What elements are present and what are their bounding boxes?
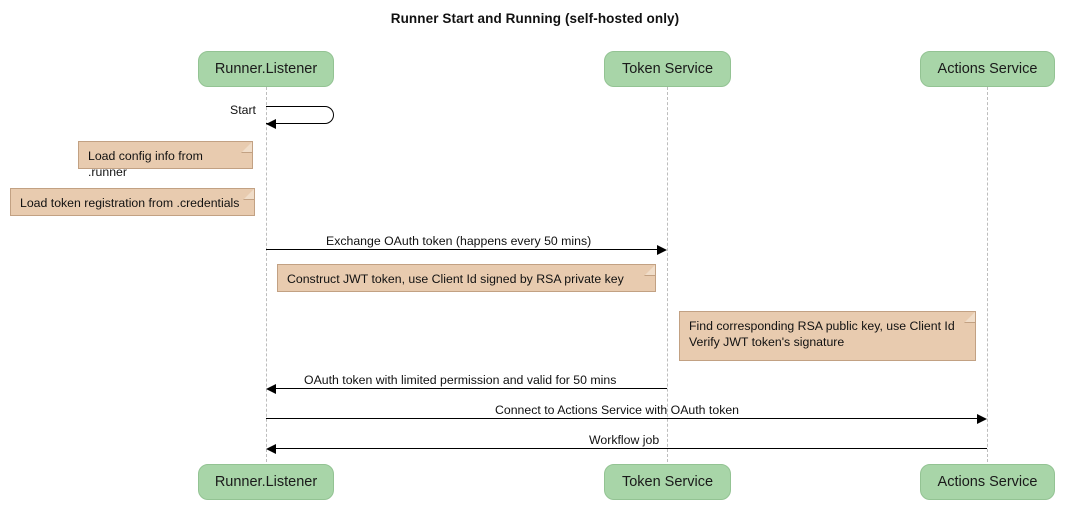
self-message-start-arrowhead: [266, 119, 276, 129]
note-construct-jwt: Construct JWT token, use Client Id signe…: [277, 264, 656, 292]
note-fold-icon: [243, 188, 255, 200]
message-oauth-token-return-label: OAuth token with limited permission and …: [304, 373, 617, 387]
self-message-start-loop: [266, 106, 334, 124]
lifeline-actions: [987, 87, 988, 462]
message-workflow-job-arrowhead: [266, 444, 276, 454]
message-oauth-token-return-line: [276, 388, 667, 389]
message-exchange-oauth-arrowhead: [657, 245, 667, 255]
note-fold-icon: [241, 141, 253, 153]
note-construct-jwt-text: Construct JWT token, use Client Id signe…: [287, 272, 624, 286]
note-fold-icon: [964, 311, 976, 323]
participant-actions-top-label: Actions Service: [937, 61, 1038, 77]
lifeline-token: [667, 87, 668, 462]
note-fold-icon: [644, 264, 656, 276]
message-exchange-oauth-label: Exchange OAuth token (happens every 50 m…: [326, 234, 592, 248]
diagram-title: Runner Start and Running (self-hosted on…: [390, 11, 680, 26]
message-connect-actions-arrowhead: [977, 414, 987, 424]
participant-token-top-label: Token Service: [621, 61, 714, 77]
message-workflow-job-line: [276, 448, 987, 449]
message-oauth-token-return-arrowhead: [266, 384, 276, 394]
participant-token-bottom[interactable]: Token Service: [604, 464, 731, 500]
participant-token-bottom-label: Token Service: [621, 474, 714, 490]
note-load-token-registration: Load token registration from .credential…: [10, 188, 255, 216]
note-verify-jwt-text: Find corresponding RSA public key, use C…: [689, 319, 955, 349]
note-load-token-registration-text: Load token registration from .credential…: [20, 196, 240, 210]
message-connect-actions-label: Connect to Actions Service with OAuth to…: [495, 403, 740, 417]
participant-runner-top-label: Runner.Listener: [214, 61, 318, 77]
note-load-config: Load config info from .runner: [78, 141, 253, 179]
message-exchange-oauth-line: [266, 249, 657, 250]
self-message-start-label: Start: [230, 103, 256, 117]
message-connect-actions-line: [266, 418, 977, 419]
participant-runner-bottom[interactable]: Runner.Listener: [198, 464, 334, 500]
participant-runner-bottom-label: Runner.Listener: [214, 474, 318, 490]
note-load-config-text: Load config info from .runner: [88, 149, 203, 179]
participant-token-top[interactable]: Token Service: [604, 51, 731, 87]
participant-actions-bottom-label: Actions Service: [937, 474, 1038, 490]
lifeline-runner: [266, 87, 267, 462]
participant-actions-bottom[interactable]: Actions Service: [920, 464, 1055, 500]
note-verify-jwt: Find corresponding RSA public key, use C…: [679, 311, 976, 361]
participant-runner-top[interactable]: Runner.Listener: [198, 51, 334, 87]
message-workflow-job-label: Workflow job: [589, 433, 660, 447]
participant-actions-top[interactable]: Actions Service: [920, 51, 1055, 87]
